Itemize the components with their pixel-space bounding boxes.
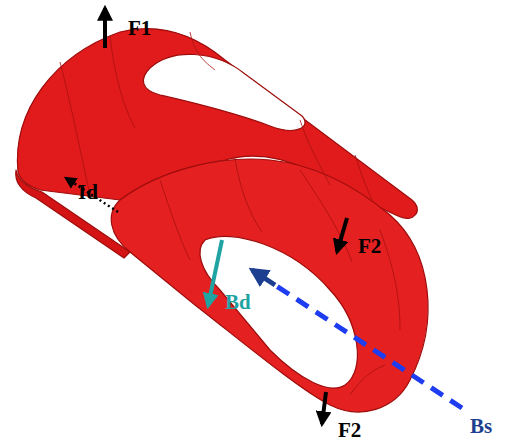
field-label: Bs bbox=[470, 416, 492, 437]
coil-lip bbox=[16, 170, 130, 258]
lower-opening bbox=[200, 236, 357, 388]
mesh-lines bbox=[60, 32, 400, 395]
force-label: F1 bbox=[128, 18, 151, 39]
force-label: F2 bbox=[338, 420, 361, 441]
upper-opening bbox=[143, 54, 305, 130]
force-arrow bbox=[103, 8, 107, 48]
current-label: Id bbox=[78, 182, 98, 203]
lower-coil bbox=[111, 159, 428, 412]
force-label: F2 bbox=[358, 236, 381, 257]
field-arrow bbox=[252, 270, 275, 285]
field-arrow bbox=[208, 240, 222, 306]
force-arrow bbox=[322, 392, 326, 424]
current-arrow bbox=[66, 178, 118, 212]
field-line bbox=[275, 285, 462, 408]
field-label: Bd bbox=[225, 292, 251, 313]
force-arrow bbox=[337, 218, 347, 252]
